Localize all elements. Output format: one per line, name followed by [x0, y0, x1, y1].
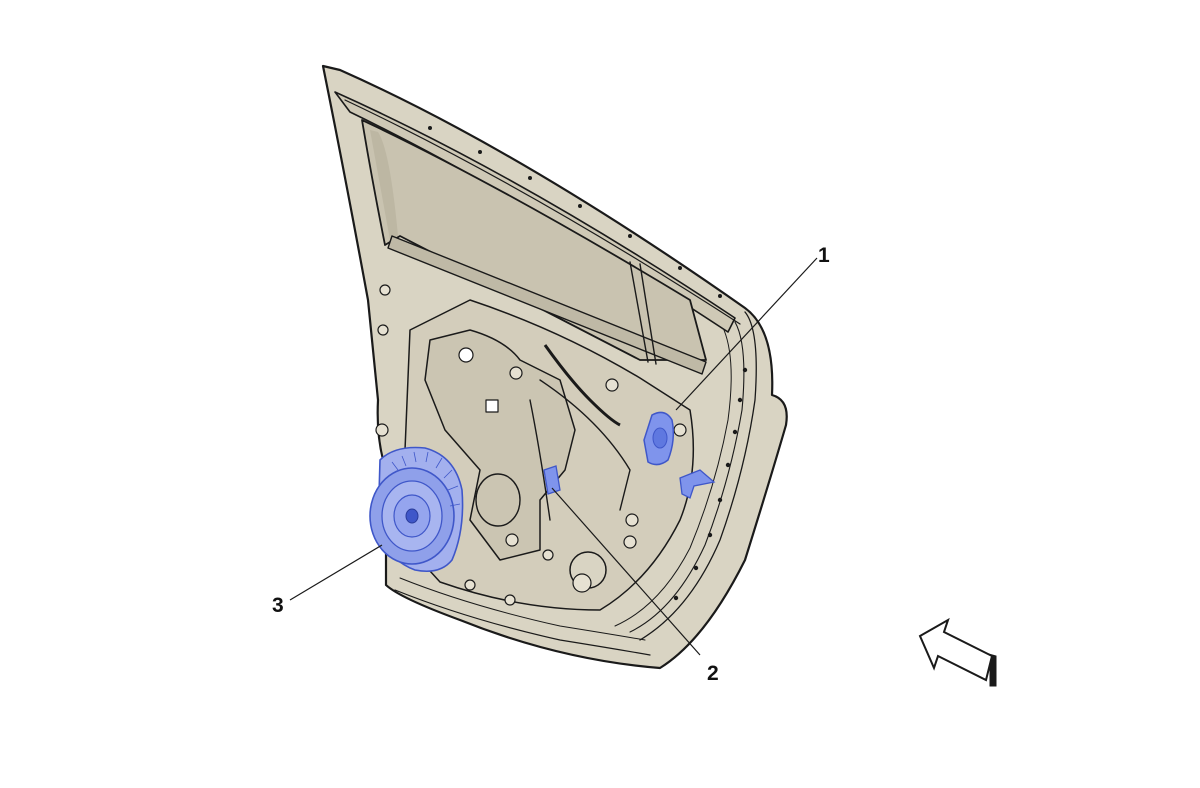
view-direction-arrow-icon — [918, 617, 997, 687]
fastener — [605, 378, 619, 392]
rear-pillar-contour-3 — [614, 329, 732, 627]
module-slot — [485, 399, 499, 413]
part-2-shape-b — [679, 469, 716, 499]
belt-line-seal — [387, 235, 707, 375]
leader-line-1 — [675, 257, 818, 411]
leader-line-3 — [289, 544, 383, 601]
glass-reflection — [370, 130, 398, 240]
fastener — [375, 423, 389, 437]
fastener — [673, 423, 687, 437]
fastener — [504, 594, 516, 606]
edge-hole-row — [428, 126, 748, 601]
speaker-rim-ribs — [391, 451, 461, 507]
part-2-clip — [543, 465, 716, 499]
speaker-dust-cap — [405, 508, 419, 524]
lower-hem-contour-1 — [394, 589, 651, 656]
callout-2: 2 — [707, 662, 719, 685]
fastener — [625, 513, 639, 527]
fastener — [377, 324, 389, 336]
part-3-speaker — [369, 446, 464, 573]
fastener — [623, 535, 637, 549]
arrow-body — [918, 617, 994, 682]
callout-3: 3 — [272, 594, 284, 617]
lower-hem-contour-2 — [399, 577, 646, 641]
fastener — [464, 579, 476, 591]
part-1-boss — [652, 427, 668, 449]
rear-pillar-contour-1 — [639, 311, 757, 641]
leader-line-2 — [551, 487, 701, 656]
regulator-arm — [529, 379, 631, 521]
fastener-set — [375, 284, 687, 606]
window-guide-rail — [629, 261, 657, 365]
fastener — [509, 366, 523, 380]
fastener — [379, 284, 391, 296]
regulator-module-plate — [424, 329, 576, 561]
window-frame-inner-edge — [344, 99, 741, 325]
latch-access-opening — [475, 473, 521, 527]
regulator-cable — [543, 344, 621, 427]
callout-1: 1 — [818, 244, 830, 267]
part-2-shape-a — [543, 465, 561, 495]
drain-grommet-inner — [572, 573, 592, 593]
module-hole-keyhole — [458, 347, 474, 363]
fastener — [542, 549, 554, 561]
fastener — [505, 533, 519, 547]
part-1-bracket — [643, 411, 675, 466]
rear-pillar-contour-2 — [629, 321, 745, 633]
rear-door-assembly — [321, 64, 788, 670]
window-glass — [361, 119, 707, 361]
